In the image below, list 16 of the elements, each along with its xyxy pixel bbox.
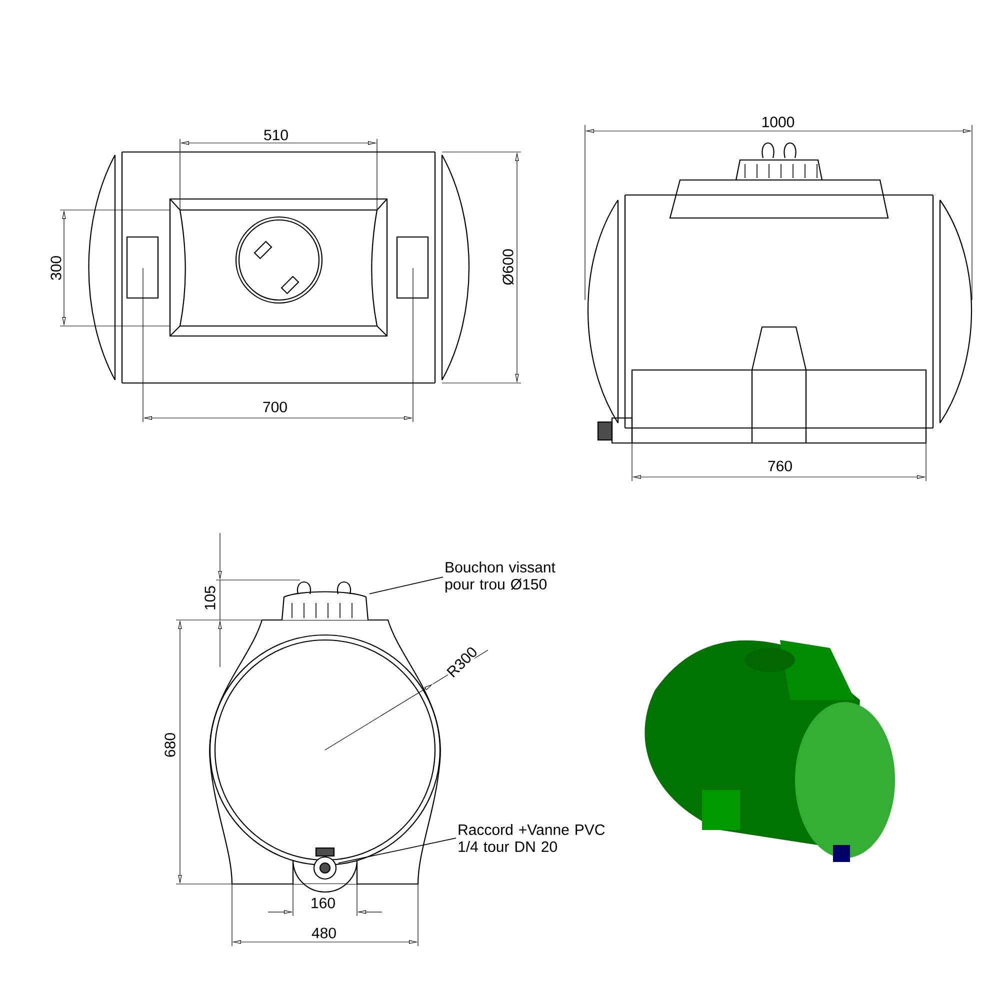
callout-text: Raccord +Vanne PVC 1/4 tour DN 20 bbox=[458, 824, 605, 852]
dimension-label: 300 bbox=[50, 254, 62, 282]
dimension-label: 105 bbox=[204, 584, 216, 612]
dimension-label: 1000 bbox=[760, 116, 796, 128]
dimension-label: 510 bbox=[262, 128, 290, 142]
cap-drawing bbox=[281, 581, 369, 621]
valve-drawing bbox=[313, 847, 337, 880]
dimension-label: 700 bbox=[262, 400, 289, 414]
callout-text: Bouchon vissant pour trou Ø150 bbox=[446, 562, 556, 592]
dimension-label: 480 bbox=[310, 926, 338, 940]
dimension-label: 160 bbox=[310, 896, 337, 910]
leader-line bbox=[338, 838, 456, 864]
leader-line bbox=[369, 576, 444, 594]
dimension-label: Ø600 bbox=[501, 248, 515, 286]
dimension-label: 680 bbox=[164, 732, 176, 759]
dimension-label: 760 bbox=[766, 460, 794, 472]
